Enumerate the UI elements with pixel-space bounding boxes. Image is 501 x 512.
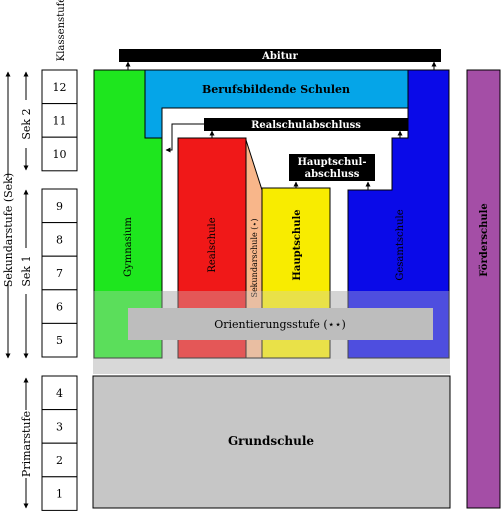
grade-cell [41, 188, 78, 224]
grade-number: 1 [56, 488, 63, 501]
hauptschulabschluss-label-line2: abschluss [305, 169, 360, 180]
grade-column-secondary: 12 11 10 9 8 7 6 5 [41, 69, 78, 358]
gesamtschule-shape [347, 69, 450, 359]
abitur-bar [119, 49, 441, 62]
svg-text:Sek 1: Sek 1 [20, 255, 33, 286]
grade-number: 7 [56, 267, 63, 280]
sekundarschule-label: Sekundarschule (⋆) [250, 218, 259, 297]
gymnasium-shape [93, 69, 163, 359]
realschulabschluss-label: Realschulabschluss [251, 120, 361, 131]
sek2-label: Sek 2 [20, 108, 33, 139]
grade-number: 3 [56, 420, 63, 433]
sek1-label: Sek 1 [20, 255, 33, 286]
svg-text:Sekundarstufe (Sek): Sekundarstufe (Sek) [2, 173, 15, 287]
foerderschule-label: Förderschule [479, 203, 490, 277]
svg-text:Primarstufe: Primarstufe [20, 411, 33, 477]
svg-text:Realschule: Realschule [207, 217, 218, 272]
svg-text:Sek 2: Sek 2 [20, 108, 33, 139]
foerderschule-box [466, 69, 501, 509]
gesamtschule-label: Gesamtschule [395, 209, 406, 280]
berufsbildende-label: Berufsbildende Schulen [202, 83, 350, 96]
grade-column-primary: 4 3 2 1 [41, 375, 78, 511]
grade-number: 4 [56, 387, 63, 400]
grade-cell [41, 255, 78, 291]
grade-number: 11 [53, 114, 67, 127]
svg-text:Sekundarschule (⋆): Sekundarschule (⋆) [250, 218, 259, 297]
grade-cell [41, 476, 78, 511]
gymnasium-label: Gymnasium [123, 217, 134, 277]
abitur-label: Abitur [261, 51, 298, 62]
hauptschule-label: Hauptschule [292, 209, 303, 280]
svg-text:Gymnasium: Gymnasium [123, 217, 134, 277]
grade-number: 9 [56, 200, 63, 213]
grade-number: 5 [56, 334, 63, 347]
orientierungsstufe-box [128, 308, 433, 340]
grade-number: 6 [56, 301, 63, 314]
grade-cell [41, 442, 78, 478]
primarstufe-label: Primarstufe [20, 411, 33, 477]
realschulabschluss-arrow-gymnasium [165, 123, 204, 153]
hauptschulabschluss-box [289, 154, 375, 181]
svg-text:Förderschule: Förderschule [479, 203, 490, 277]
grade-number: 12 [53, 81, 67, 94]
klassenstufe-heading: Klassenstufe [56, 0, 67, 61]
realschulabschluss-bar [204, 118, 408, 131]
grade-cell [41, 136, 78, 172]
grade-number: 10 [53, 148, 67, 161]
grade-cell [41, 69, 78, 105]
grade-number: 2 [56, 454, 63, 467]
grade-cell [41, 409, 78, 444]
svg-text:Klassenstufe: Klassenstufe [56, 0, 67, 61]
realschule-label: Realschule [207, 217, 218, 272]
svg-text:Gesamtschule: Gesamtschule [395, 209, 406, 280]
grade-cell [41, 322, 78, 358]
grade-number: 8 [56, 233, 63, 246]
svg-text:Hauptschule: Hauptschule [292, 209, 303, 280]
grundschule-box [92, 375, 451, 509]
grundschule-label: Grundschule [228, 434, 314, 448]
hauptschulabschluss-label-line1: Hauptschul- [297, 157, 366, 168]
sekundarstufe-label: Sekundarstufe (Sek) [2, 173, 15, 287]
orientierungsstufe-label: Orientierungsstufe (⋆⋆) [214, 318, 346, 331]
grade-cell [41, 289, 78, 324]
